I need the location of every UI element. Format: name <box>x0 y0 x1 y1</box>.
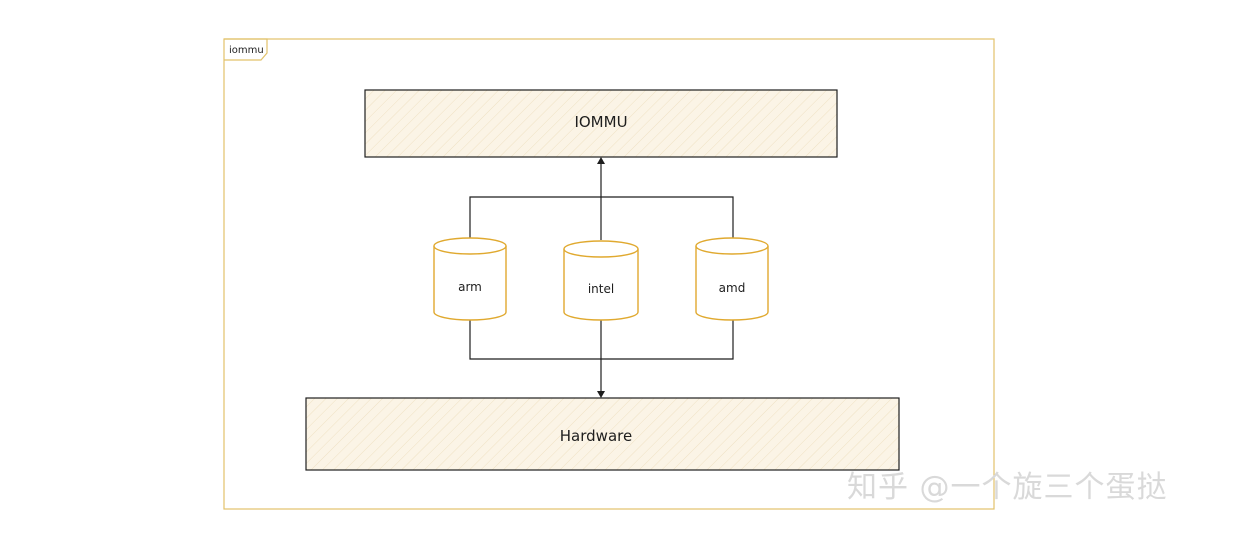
arrow-down-head <box>597 391 605 398</box>
database-amd-label: amd <box>719 281 746 295</box>
database-intel: intel <box>563 240 639 321</box>
frame-label: iommu <box>229 45 264 56</box>
hardware-box-label: Hardware <box>560 427 632 445</box>
database-arm-label: arm <box>458 280 482 294</box>
iommu-box: IOMMU <box>364 89 838 158</box>
database-intel-label: intel <box>588 282 614 296</box>
frame: iommu <box>223 38 995 510</box>
watermark-text: 知乎 @一个旋三个蛋挞 <box>847 470 1168 505</box>
iommu-box-label: IOMMU <box>574 113 627 131</box>
database-amd: amd <box>695 237 769 321</box>
hardware-box: Hardware <box>305 397 900 471</box>
connectors <box>469 161 734 394</box>
database-arm: arm <box>433 237 507 321</box>
arrow-up-head <box>597 157 605 164</box>
